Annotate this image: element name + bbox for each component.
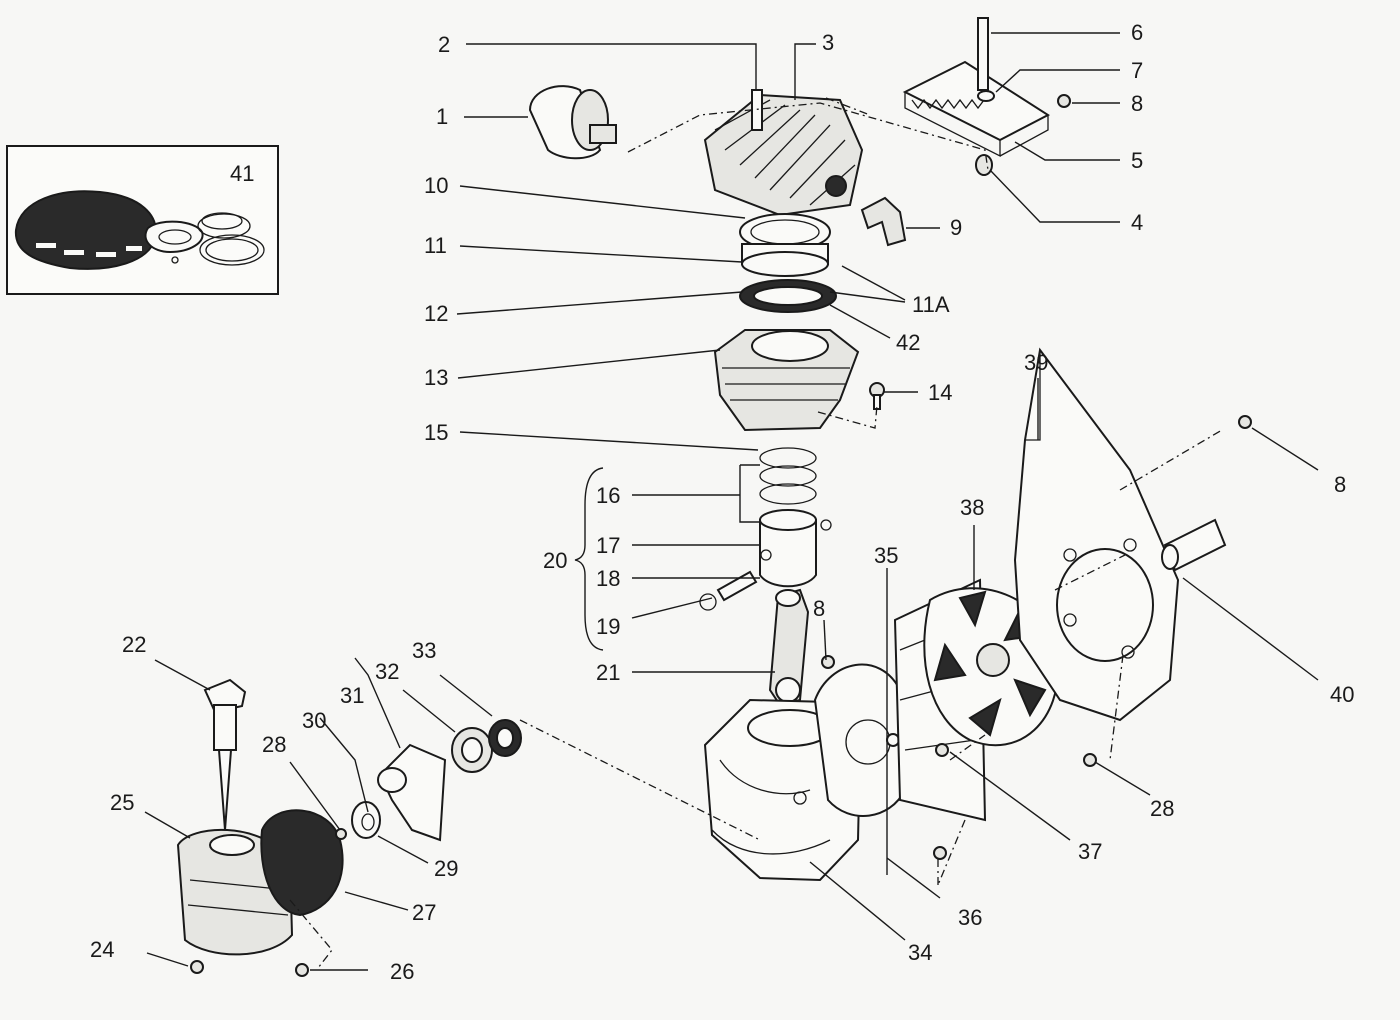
callout-13: 13	[424, 365, 448, 390]
callout-26: 26	[390, 959, 414, 984]
bracket-assembly	[902, 17, 1071, 176]
bolts	[190, 382, 1252, 977]
callout-1: 1	[436, 104, 448, 129]
callout-14: 14	[928, 380, 952, 405]
callout-30: 30	[302, 708, 326, 733]
piston	[759, 509, 832, 588]
callout-27: 27	[412, 900, 436, 925]
callout-35: 35	[874, 543, 898, 568]
callout-11a: 11A	[912, 292, 950, 317]
callout-41: 41	[230, 161, 254, 186]
callout-18: 18	[596, 566, 620, 591]
piston-rings	[759, 447, 817, 505]
callout-2: 2	[438, 32, 450, 57]
crankshaft	[377, 743, 447, 842]
callout-24: 24	[90, 937, 114, 962]
callout-25: 25	[110, 790, 134, 815]
belt-guard	[1013, 347, 1180, 722]
callout-40: 40	[1330, 682, 1354, 707]
callout-34: 34	[908, 940, 932, 965]
callout-36: 36	[958, 905, 982, 930]
callout-37: 37	[1078, 839, 1102, 864]
callout-28b: 28	[1150, 796, 1174, 821]
callout-20: 20	[543, 548, 567, 573]
callout-4: 4	[1131, 210, 1143, 235]
breather-dipstick	[203, 678, 247, 831]
callout-labels: 1 2 3 6 7 8 5 4 9 10 11 11A 12 42 13 14 …	[90, 20, 1354, 984]
callout-21: 21	[596, 660, 620, 685]
cover-gasket	[260, 809, 344, 917]
callout-32: 32	[375, 659, 399, 684]
callout-3: 3	[822, 30, 834, 55]
oil-seal	[488, 719, 522, 757]
callout-9: 9	[950, 215, 962, 240]
callout-38: 38	[960, 495, 984, 520]
air-filter	[528, 85, 617, 160]
shaft-sleeve	[1161, 518, 1227, 572]
callout-8c: 8	[1334, 472, 1346, 497]
connecting-rod	[768, 588, 810, 707]
callout-22: 22	[122, 632, 146, 657]
assembly-lines	[289, 97, 1223, 969]
callout-39: 39	[1024, 350, 1048, 375]
callout-6: 6	[1131, 20, 1143, 45]
leader-lines	[144, 32, 1319, 971]
elbow-fitting	[860, 196, 907, 247]
callout-10: 10	[424, 173, 448, 198]
callout-8b: 8	[813, 596, 825, 621]
callout-19: 19	[596, 614, 620, 639]
callout-8: 8	[1131, 91, 1143, 116]
callout-29: 29	[434, 856, 458, 881]
callout-28a: 28	[262, 732, 286, 757]
callout-42: 42	[896, 330, 920, 355]
callout-12: 12	[424, 301, 448, 326]
bearing-plate	[813, 663, 907, 817]
cylinder	[713, 329, 860, 432]
callout-7: 7	[1131, 58, 1143, 83]
callout-16: 16	[596, 483, 620, 508]
seal-washer	[351, 801, 381, 839]
inset-valve-kit-box	[6, 145, 279, 295]
callout-31: 31	[340, 683, 364, 708]
callout-5: 5	[1131, 148, 1143, 173]
valve-plate-stack	[739, 213, 837, 313]
callout-11: 11	[424, 233, 447, 258]
roller-bearing	[451, 727, 493, 773]
callout-17: 17	[596, 533, 620, 558]
callout-15: 15	[424, 420, 448, 445]
callout-33: 33	[412, 638, 436, 663]
